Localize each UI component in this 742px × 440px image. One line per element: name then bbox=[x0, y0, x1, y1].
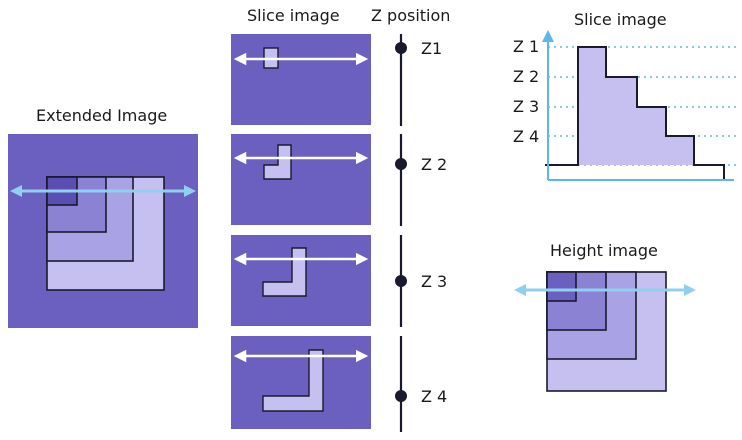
extended-image-title: Extended Image bbox=[36, 106, 168, 125]
height-level-1 bbox=[546, 271, 577, 302]
graph-level-label-4: Z 4 bbox=[513, 127, 540, 146]
slice-image-graph-title: Slice image bbox=[574, 10, 667, 29]
extended-image bbox=[8, 134, 198, 328]
graph-level-label-2: Z 2 bbox=[513, 67, 540, 86]
height-image bbox=[514, 271, 696, 392]
graph-level-label-1: Z 1 bbox=[513, 37, 540, 56]
slice-panel-4 bbox=[231, 336, 371, 429]
z-position-label-2: Z 2 bbox=[421, 155, 448, 174]
graph-level-label-3: Z 3 bbox=[513, 97, 540, 116]
z-marker-2 bbox=[395, 158, 407, 170]
height-image-title: Height image bbox=[550, 241, 658, 260]
slice-panel-2 bbox=[231, 134, 371, 225]
z-position-label-3: Z 3 bbox=[421, 272, 448, 291]
z-position-title: Z position bbox=[371, 6, 451, 25]
slice-image-2 bbox=[231, 134, 371, 225]
z-marker-4 bbox=[395, 390, 407, 402]
z-position-axis bbox=[395, 34, 407, 432]
slice-image-4 bbox=[231, 336, 371, 429]
slice-image-1 bbox=[231, 34, 371, 125]
profile-outline bbox=[545, 46, 725, 180]
slice-panel-1 bbox=[231, 34, 371, 125]
z-marker-1 bbox=[395, 42, 407, 54]
slice-profile-graph bbox=[542, 30, 740, 181]
z-marker-3 bbox=[395, 275, 407, 287]
slice-image-3 bbox=[231, 235, 371, 326]
z-position-label-1: Z1 bbox=[421, 39, 443, 58]
slice-image-column-title: Slice image bbox=[247, 6, 340, 25]
z-position-label-4: Z 4 bbox=[421, 387, 448, 406]
